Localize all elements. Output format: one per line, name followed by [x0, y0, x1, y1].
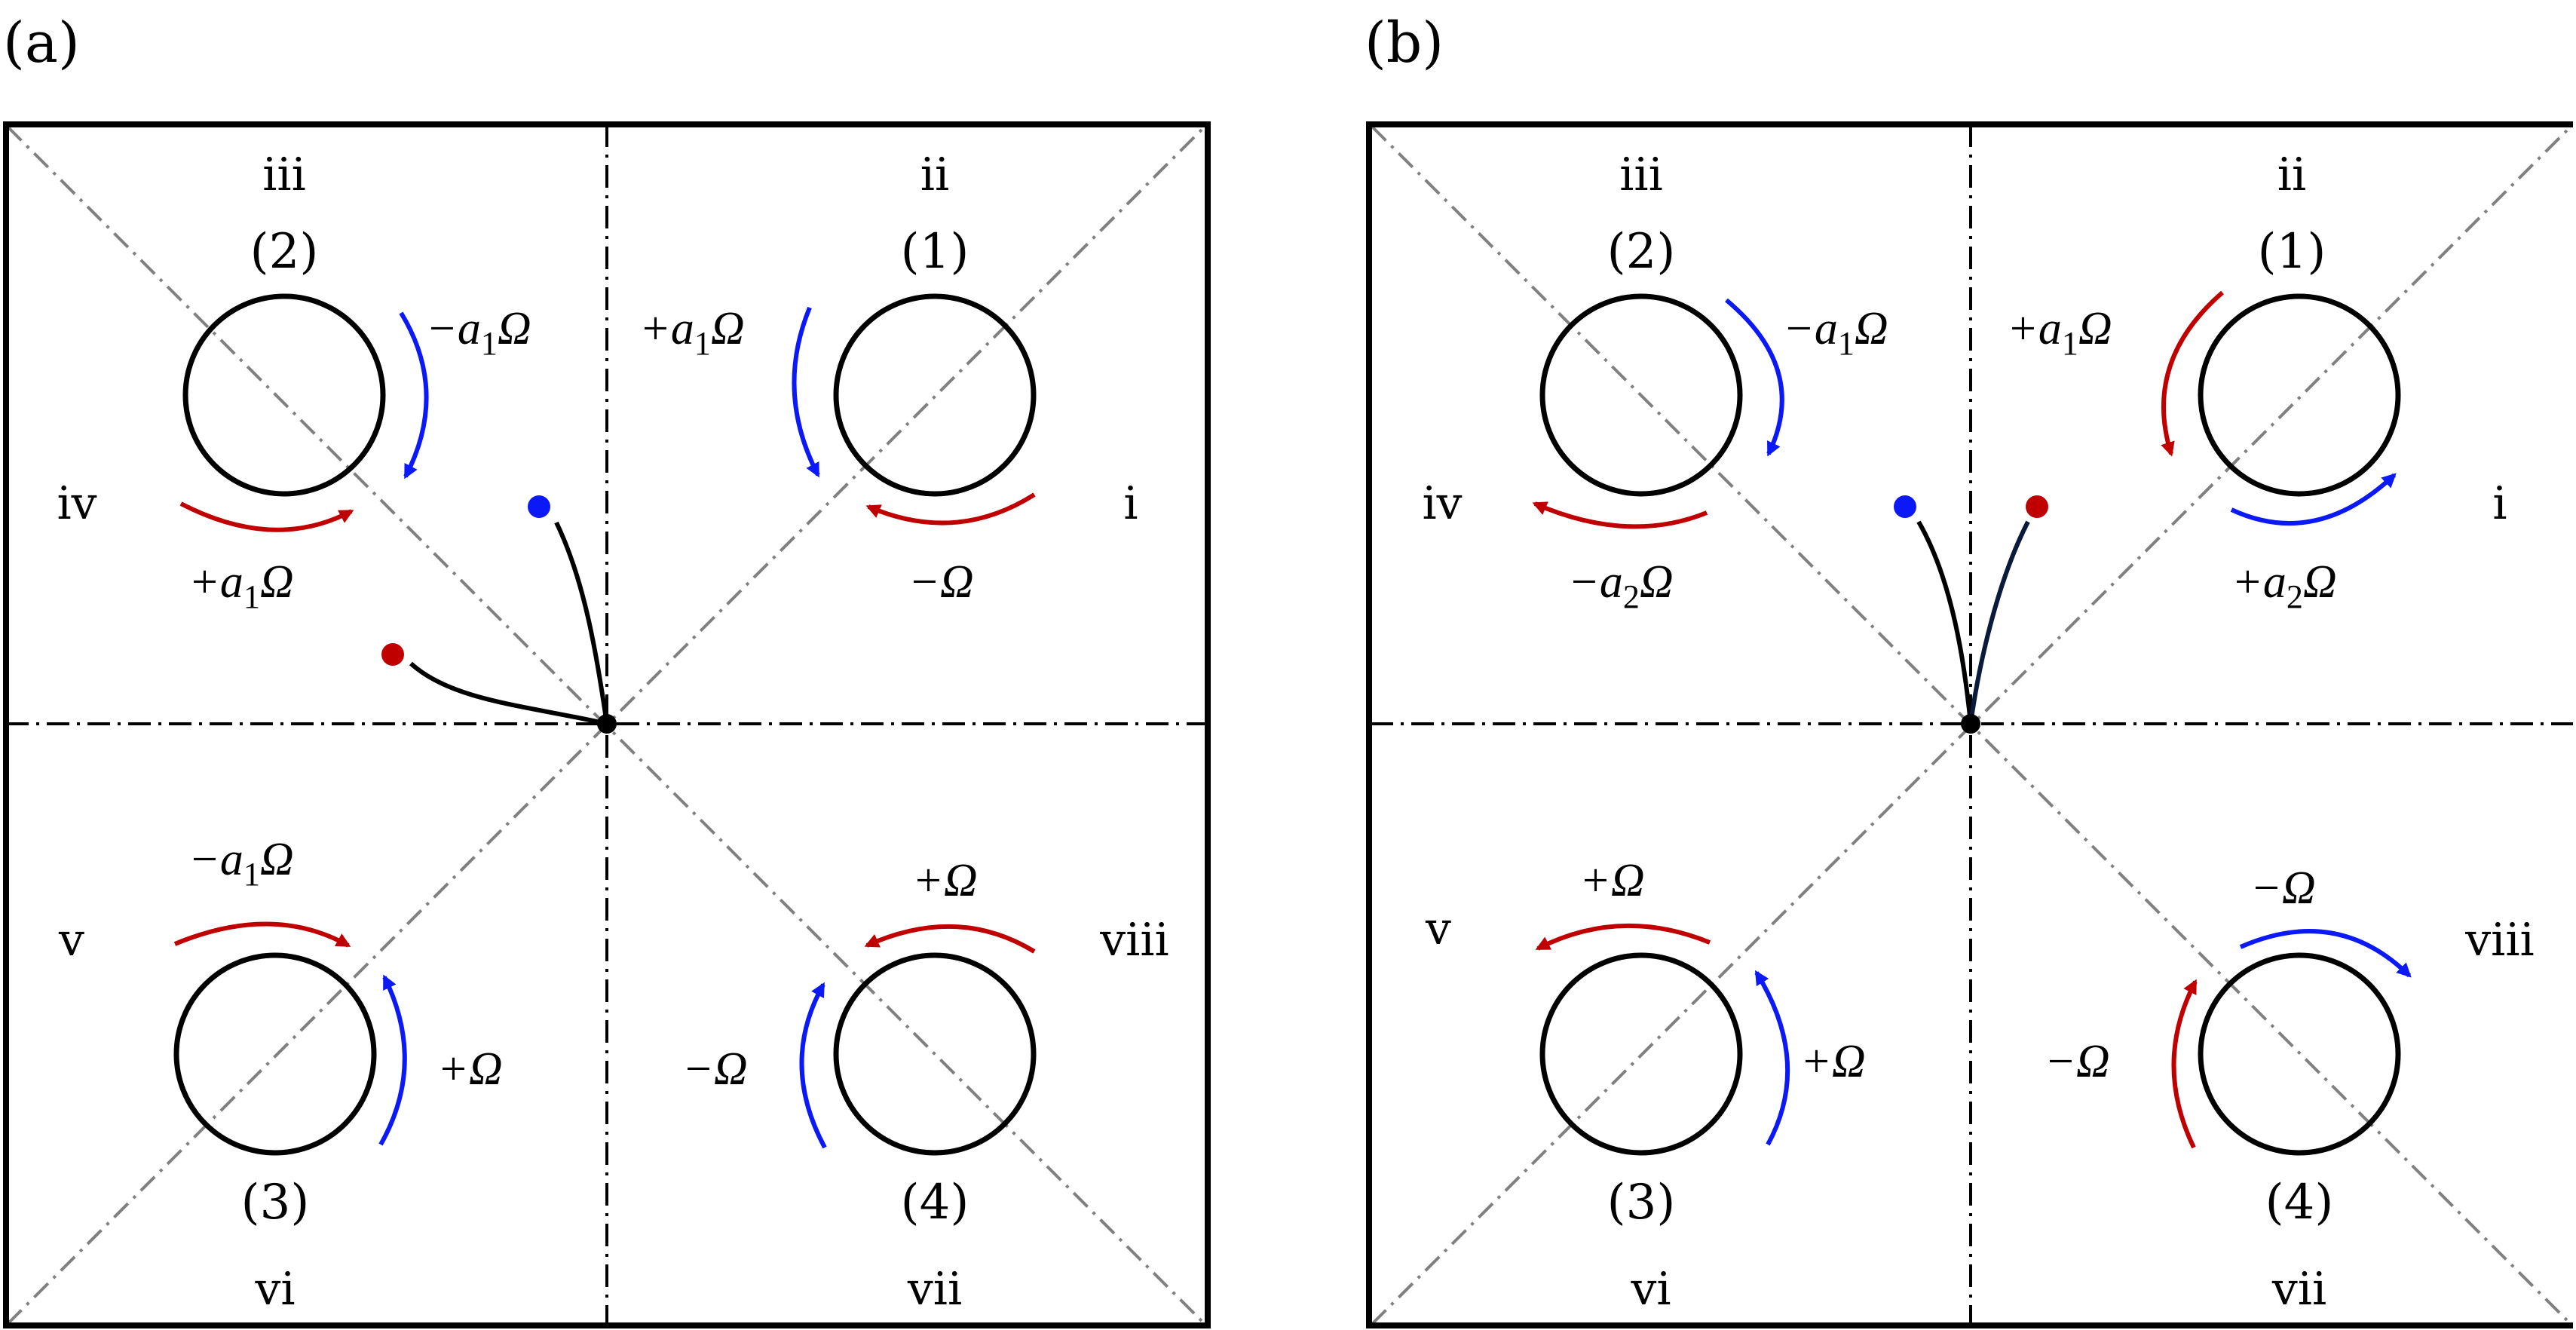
panel-label-b: (b): [1365, 11, 1444, 75]
origin-point: [597, 714, 617, 734]
rotation-arrow: [2161, 290, 2224, 457]
region-label-v: v: [1425, 902, 1451, 955]
rotation-arrow: [864, 924, 1036, 954]
cylinder-4: [2198, 952, 2401, 1156]
region-label-iv: iv: [1422, 477, 1462, 530]
region-label-iii: iii: [1619, 149, 1663, 201]
region-label-ii: ii: [920, 149, 949, 201]
trajectory-blue-body: [554, 521, 609, 725]
rotation-rate-label: −a1Ω: [188, 834, 294, 893]
cylinder-2: [1539, 293, 1743, 497]
rotation-arrow: [378, 974, 407, 1146]
rotation-arrow: [865, 492, 1036, 526]
rotation-arrow: [2171, 979, 2198, 1149]
rotation-rate-label: +a1Ω: [2007, 303, 2112, 362]
region-label-iv: iv: [57, 477, 96, 530]
rotation-arrow: [2239, 929, 2412, 978]
cylinder-3: [1539, 952, 1743, 1156]
rotation-rate-label: −a1Ω: [426, 303, 531, 362]
trajectory-red-body: [409, 661, 608, 726]
cylinder-label: (1): [901, 224, 969, 280]
cylinder-label: (4): [2265, 1175, 2334, 1230]
rotation-arrow: [799, 982, 827, 1149]
cylinder-1: [2198, 293, 2401, 497]
cylinder-3: [173, 952, 377, 1156]
rotation-rate-label: +a2Ω: [2231, 556, 2337, 615]
rotation-rate-label: +Ω: [437, 1043, 503, 1095]
rotation-arrow: [2230, 473, 2397, 526]
cylinder-label: (3): [241, 1175, 310, 1230]
region-label-viii: viii: [1099, 914, 1169, 967]
region-label-v: v: [58, 914, 84, 967]
rotation-rate-label: +Ω: [1579, 855, 1645, 906]
rotation-rate-label: +Ω: [912, 855, 978, 906]
domain-frame: [3, 121, 1211, 1328]
cylinder-2: [182, 293, 386, 497]
region-label-vii: vii: [2271, 1263, 2326, 1316]
cylinder-label: (1): [2258, 224, 2326, 280]
panel-b: (b) iii ii iv i v viii: [1365, 11, 2573, 1328]
region-label-ii: ii: [2277, 149, 2306, 201]
rotation-rate-label: −Ω: [2045, 1036, 2110, 1087]
rotation-arrow: [399, 311, 429, 480]
region-label-iii: iii: [262, 149, 306, 201]
red-body-marker: [2026, 495, 2048, 518]
rotation-arrow: [179, 501, 354, 532]
region-label-i: i: [1123, 477, 1138, 530]
red-body-marker: [381, 643, 404, 666]
rotation-arrow: [792, 306, 820, 478]
rotation-arrow: [173, 921, 351, 948]
rotation-arrow: [1754, 970, 1790, 1146]
rotation-rate-label: −Ω: [908, 556, 974, 608]
trajectory-blue-body: [1916, 520, 1973, 725]
region-label-viii: viii: [2464, 914, 2534, 967]
rotation-rate-label: −Ω: [682, 1043, 748, 1095]
rotation-rate-label: −a1Ω: [1783, 303, 1888, 362]
rotation-arrow: [1725, 298, 1784, 457]
blue-body-marker: [1894, 495, 1916, 518]
region-label-vi: vi: [1630, 1263, 1671, 1316]
cylinder-4: [833, 952, 1037, 1156]
region-label-i: i: [2492, 477, 2507, 530]
rotation-rate-label: +Ω: [1800, 1036, 1866, 1087]
trajectory-red-body: [1968, 520, 2030, 725]
blue-body-marker: [528, 495, 550, 518]
cylinder-label: (3): [1607, 1175, 1676, 1230]
rotation-rate-label: −Ω: [2250, 863, 2316, 914]
domain-frame: [1366, 121, 2573, 1328]
panel-a: (a) iii ii iv i v viii: [3, 11, 1211, 1328]
region-label-vii: vii: [907, 1263, 962, 1316]
rotation-arrow: [1535, 923, 1711, 951]
rotation-arrow: [1532, 501, 1708, 529]
rotation-rate-label: −a2Ω: [1568, 556, 1674, 615]
region-label-vi: vi: [254, 1263, 295, 1316]
cylinder-label: (2): [250, 224, 319, 280]
rotation-rate-label: +a1Ω: [188, 556, 294, 615]
rotation-rate-label: +a1Ω: [639, 303, 745, 362]
origin-point: [1961, 714, 1980, 734]
cylinder-label: (2): [1607, 224, 1676, 280]
cylinder-1: [833, 293, 1037, 497]
cylinder-label: (4): [901, 1175, 969, 1230]
panel-label-a: (a): [3, 11, 80, 75]
